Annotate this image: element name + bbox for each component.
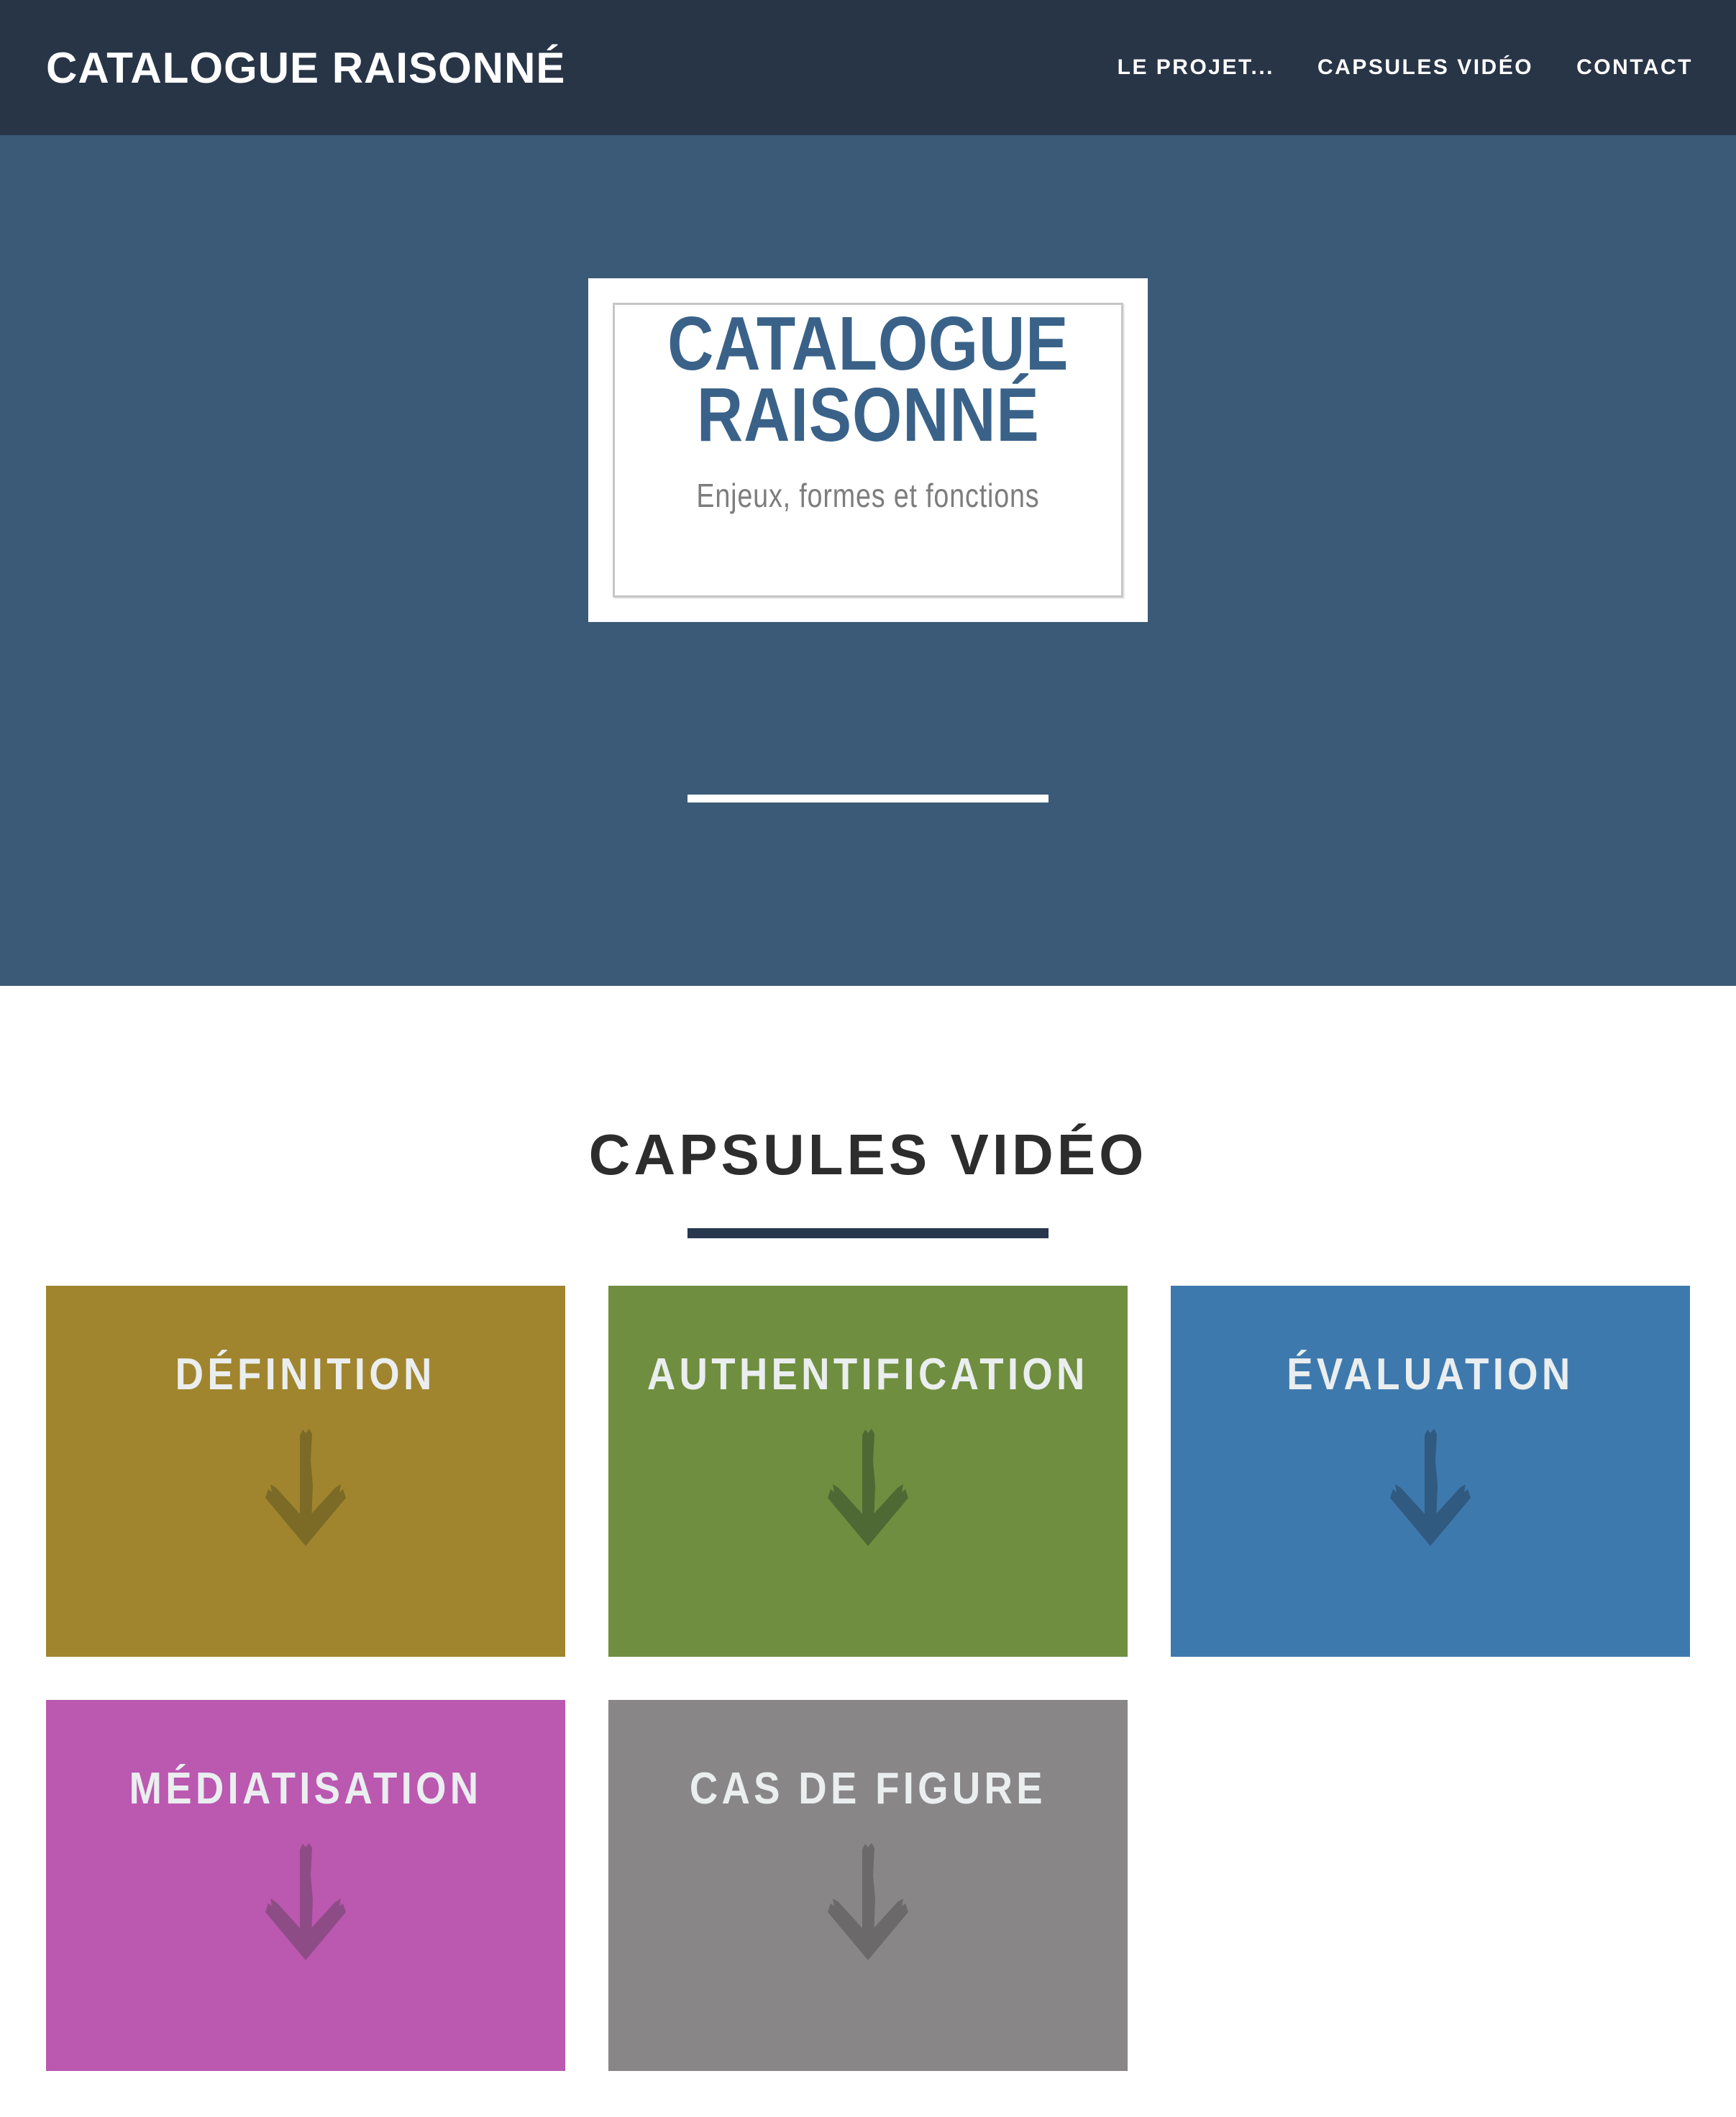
capsule-tile-label: DÉFINITION bbox=[175, 1350, 436, 1399]
nav-item-contact[interactable]: CONTACT bbox=[1576, 55, 1693, 79]
book-cover-title-line1: CATALOGUE bbox=[667, 301, 1069, 386]
capsule-tile-label: AUTHENTIFICATION bbox=[647, 1350, 1089, 1399]
book-cover-title-line2: RAISONNÉ bbox=[696, 372, 1040, 457]
down-arrow-icon bbox=[1390, 1429, 1471, 1546]
book-cover-subtitle: Enjeux, formes et fonctions bbox=[696, 477, 1040, 515]
capsule-tile-grid: DÉFINITION AUTHENTIFICATION ÉVALUATION M… bbox=[46, 1286, 1690, 2071]
site-logo[interactable]: CATALOGUE RAISONNÉ bbox=[46, 43, 566, 92]
site-header: CATALOGUE RAISONNÉ LE PROJET... CAPSULES… bbox=[0, 0, 1736, 135]
capsule-tile-label: CAS DE FIGURE bbox=[689, 1764, 1047, 1814]
capsule-tile-definition[interactable]: DÉFINITION bbox=[46, 1286, 565, 1657]
down-arrow-icon bbox=[265, 1429, 346, 1546]
capsule-tile-mediatisation[interactable]: MÉDIATISATION bbox=[46, 1700, 565, 2071]
book-cover-image: CATALOGUE RAISONNÉ Enjeux, formes et fon… bbox=[588, 278, 1148, 622]
capsule-tile-label: ÉVALUATION bbox=[1287, 1350, 1574, 1399]
capsule-tile-authentification[interactable]: AUTHENTIFICATION bbox=[608, 1286, 1128, 1657]
down-arrow-icon bbox=[828, 1843, 908, 1960]
main-nav: LE PROJET... CAPSULES VIDÉO CONTACT bbox=[1118, 55, 1693, 80]
capsules-section: CAPSULES VIDÉO DÉFINITION AUTHENTIFICATI… bbox=[0, 1126, 1736, 2071]
book-cover-title: CATALOGUE RAISONNÉ bbox=[667, 301, 1069, 457]
hero-section: CATALOGUE RAISONNÉ Enjeux, formes et fon… bbox=[0, 135, 1736, 986]
capsule-tile-evaluation[interactable]: ÉVALUATION bbox=[1171, 1286, 1690, 1657]
nav-item-capsules-video[interactable]: CAPSULES VIDÉO bbox=[1317, 55, 1534, 79]
capsule-tile-cas-de-figure[interactable]: CAS DE FIGURE bbox=[608, 1700, 1128, 2071]
down-arrow-icon bbox=[265, 1843, 346, 1960]
down-arrow-icon bbox=[828, 1429, 908, 1546]
nav-item-le-projet[interactable]: LE PROJET... bbox=[1117, 55, 1275, 79]
section-divider bbox=[687, 1228, 1049, 1238]
capsule-tile-label: MÉDIATISATION bbox=[129, 1764, 483, 1814]
hero-divider bbox=[687, 795, 1049, 803]
section-title: CAPSULES VIDÉO bbox=[588, 1122, 1148, 1186]
